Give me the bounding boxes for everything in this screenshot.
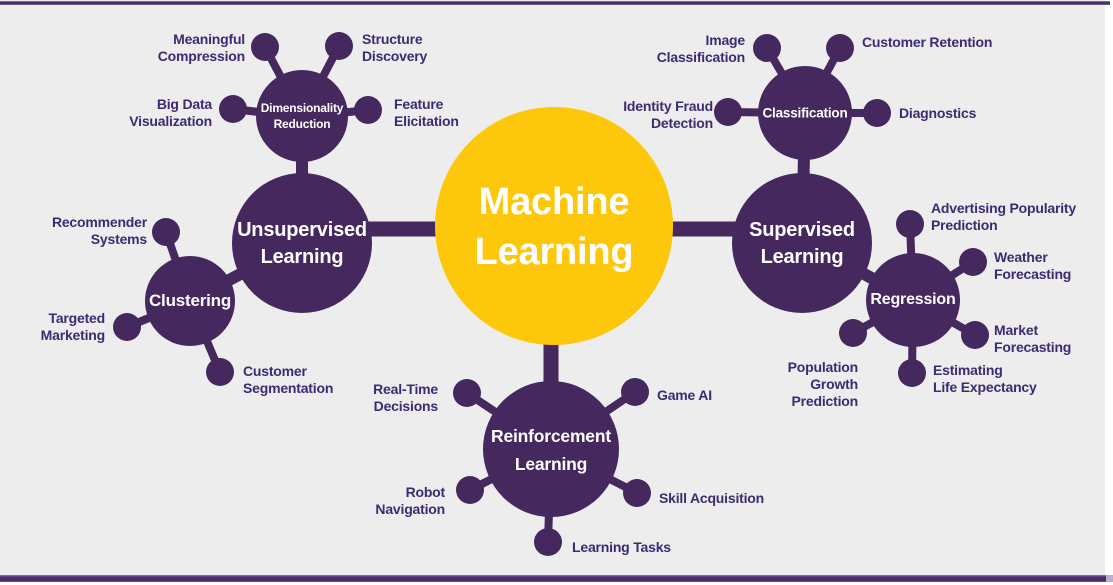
dot-game-ai <box>621 378 649 406</box>
regression-circle <box>866 253 960 347</box>
dot-diagnostics <box>863 99 891 127</box>
leaf-targeted-marketing: Targeted Marketing <box>40 310 106 343</box>
supervised-learning-circle <box>732 173 872 313</box>
dot-structure-discovery <box>325 32 353 60</box>
supervised-learning-label: Supervised Learning <box>749 219 855 268</box>
leaf-weather-forecasting: Weather Forecasting <box>994 249 1072 282</box>
dot-recommender-systems <box>152 218 180 246</box>
leaf-advertising-popularity-prediction: Advertising Popularity Prediction <box>931 200 1076 233</box>
leaf-game-ai: Game AI <box>657 387 712 403</box>
dot-estimating-life-expectancy <box>898 359 926 387</box>
dot-advertising-popularity <box>896 210 924 238</box>
dot-customer-retention <box>826 34 854 62</box>
leaf-recommender-systems: Recommender Systems <box>51 214 147 247</box>
leaf-big-data-visualization: Big Data Visualization <box>129 96 212 129</box>
dot-learning-tasks <box>534 528 562 556</box>
node-circles <box>145 66 960 517</box>
reinforcement-learning-circle <box>483 381 619 517</box>
leaf-identity-fraud-detection: Identity Fraud Detection <box>623 98 713 131</box>
leaf-estimating-life-expectancy: Estimating Life Expectancy <box>933 362 1037 395</box>
leaf-image-classification: Image Classification <box>656 32 745 65</box>
reinforcement-learning-label: Reinforcement Learning <box>491 426 611 474</box>
leaf-market-forecasting: Market Forecasting <box>994 322 1072 355</box>
leaf-learning-tasks: Learning Tasks <box>572 539 671 555</box>
leaf-real-time-decisions: Real-Time Decisions <box>373 381 438 414</box>
dot-robot-navigation <box>456 476 484 504</box>
satellite-dots <box>113 32 989 556</box>
dot-skill-acquisition <box>623 479 651 507</box>
leaf-customer-segmentation: Customer Segmentation <box>243 363 334 396</box>
top-border-line <box>0 1 1110 5</box>
leaf-population-growth-prediction: Population Growth Prediction <box>787 359 859 409</box>
dot-population-growth <box>839 319 867 347</box>
machine-learning-circle <box>435 107 673 345</box>
clustering-circle <box>145 256 235 346</box>
unsupervised-learning-label: Unsupervised Learning <box>237 219 367 268</box>
dot-meaningful-compression <box>251 33 279 61</box>
dot-customer-segmentation <box>206 358 234 386</box>
dot-real-time-decisions <box>453 379 481 407</box>
leaf-customer-retention: Customer Retention <box>862 34 993 50</box>
leaf-robot-navigation: Robot Navigation <box>375 484 445 517</box>
leaf-structure-discovery: Structure Discovery <box>362 31 428 64</box>
dot-market-forecasting <box>961 321 989 349</box>
classification-circle <box>758 66 852 160</box>
classification-label: Classification <box>762 105 848 121</box>
bottom-border-line <box>0 575 1106 582</box>
dimensionality-reduction-circle <box>256 70 348 162</box>
dot-targeted-marketing <box>113 313 141 341</box>
dot-image-classification <box>753 34 781 62</box>
leaf-diagnostics: Diagnostics <box>899 105 977 121</box>
dot-weather-forecasting <box>959 248 987 276</box>
clustering-label: Clustering <box>148 291 232 310</box>
dot-identity-fraud-detection <box>714 98 742 126</box>
regression-label: Regression <box>870 291 956 308</box>
dot-big-data-visualization <box>219 95 247 123</box>
leaf-feature-elicitation: Feature Elicitation <box>394 96 459 129</box>
bottom-border-tail <box>1106 575 1113 582</box>
dimensionality-reduction-label: Dimensionality Reduction <box>260 101 344 131</box>
leaf-meaningful-compression: Meaningful Compression <box>157 31 245 64</box>
leaf-skill-acquisition: Skill Acquisition <box>659 490 764 506</box>
dot-feature-elicitation <box>354 96 382 124</box>
machine-learning-label: Machine Learning <box>474 181 634 273</box>
unsupervised-learning-circle <box>232 173 372 313</box>
